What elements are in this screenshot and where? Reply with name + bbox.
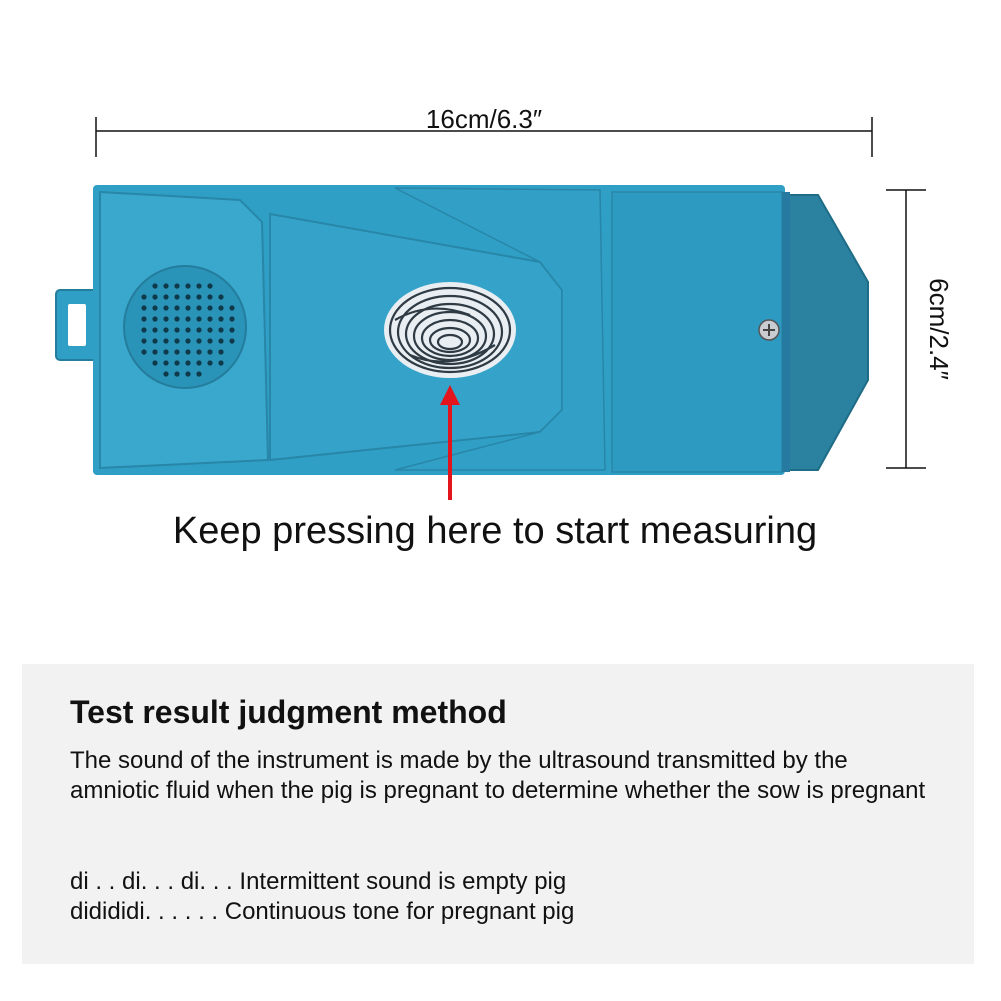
speaker-hole (163, 305, 169, 311)
speaker-hole (152, 294, 158, 300)
speaker-hole (141, 294, 147, 300)
speaker-hole (185, 349, 191, 355)
arrow-up-icon (440, 385, 460, 500)
speaker-hole (196, 327, 202, 333)
speaker-hole (207, 360, 213, 366)
speaker-hole (218, 349, 224, 355)
speaker-hole (185, 327, 191, 333)
speaker-hole (163, 294, 169, 300)
fingerprint-touch-icon[interactable] (384, 282, 516, 378)
speaker-hole (163, 371, 169, 377)
speaker-hole (196, 305, 202, 311)
speaker-hole (141, 327, 147, 333)
probe-cap (786, 194, 869, 471)
speaker-hole (174, 327, 180, 333)
speaker-hole (207, 283, 213, 289)
speaker-hole (218, 360, 224, 366)
speaker-hole (185, 316, 191, 322)
speaker-hole (174, 338, 180, 344)
speaker-hole (185, 371, 191, 377)
speaker-hole (185, 338, 191, 344)
panel-title: Test result judgment method (70, 694, 507, 730)
speaker-hole (229, 338, 235, 344)
speaker-hole (174, 283, 180, 289)
speaker-hole (196, 338, 202, 344)
speaker-hole (207, 349, 213, 355)
speaker-hole (163, 360, 169, 366)
speaker-hole (163, 349, 169, 355)
speaker-hole (207, 327, 213, 333)
speaker-hole (141, 305, 147, 311)
speaker-hole (163, 327, 169, 333)
height-label: 6cm/2.4″ (924, 278, 954, 380)
width-label: 16cm/6.3″ (426, 104, 542, 134)
speaker-hole (229, 305, 235, 311)
speaker-hole (218, 338, 224, 344)
pregnancy-tester-device (55, 185, 869, 475)
speaker-hole (185, 360, 191, 366)
pregnant-pig-result-line: didididi. . . . . . Continuous tone for … (70, 898, 575, 925)
speaker-hole (207, 294, 213, 300)
speaker-hole (152, 305, 158, 311)
speaker-hole (229, 327, 235, 333)
speaker-hole (174, 305, 180, 311)
speaker-hole (229, 316, 235, 322)
screw-icon (758, 319, 780, 341)
speaker-hole (218, 294, 224, 300)
speaker-hole (185, 294, 191, 300)
speaker-hole (163, 316, 169, 322)
speaker-hole (196, 360, 202, 366)
speaker-hole (174, 349, 180, 355)
height-dimension: 6cm/2.4″ (886, 189, 954, 469)
speaker-hole (152, 283, 158, 289)
speaker-hole (174, 371, 180, 377)
speaker-hole (185, 283, 191, 289)
speaker-hole (152, 316, 158, 322)
speaker-hole (141, 349, 147, 355)
speaker-hole (174, 360, 180, 366)
width-dimension: 16cm/6.3″ (95, 104, 873, 157)
panel-description: The sound of the instrument is made by t… (70, 747, 926, 804)
result-judgment-panel: Test result judgment method The sound of… (22, 664, 974, 964)
speaker-hole (196, 294, 202, 300)
speaker-hole (196, 283, 202, 289)
press-instruction-caption: Keep pressing here to start measuring (172, 510, 818, 552)
speaker-hole (174, 294, 180, 300)
speaker-grille-icon (123, 265, 247, 389)
speaker-hole (196, 316, 202, 322)
speaker-hole (218, 305, 224, 311)
speaker-hole (152, 338, 158, 344)
speaker-hole (163, 283, 169, 289)
speaker-hole (218, 316, 224, 322)
empty-pig-result-line: di . . di. . . di. . . Intermittent soun… (70, 868, 567, 895)
speaker-hole (163, 338, 169, 344)
speaker-hole (207, 316, 213, 322)
speaker-hole (207, 338, 213, 344)
speaker-hole (185, 305, 191, 311)
speaker-hole (152, 360, 158, 366)
speaker-hole (207, 305, 213, 311)
speaker-hole (174, 316, 180, 322)
speaker-hole (141, 316, 147, 322)
speaker-hole (152, 349, 158, 355)
device-illustration: 16cm/6.3″ 6cm/2.4″ (55, 104, 954, 500)
speaker-hole (152, 327, 158, 333)
speaker-hole (196, 349, 202, 355)
speaker-hole (141, 338, 147, 344)
speaker-hole (196, 371, 202, 377)
speaker-hole (218, 327, 224, 333)
